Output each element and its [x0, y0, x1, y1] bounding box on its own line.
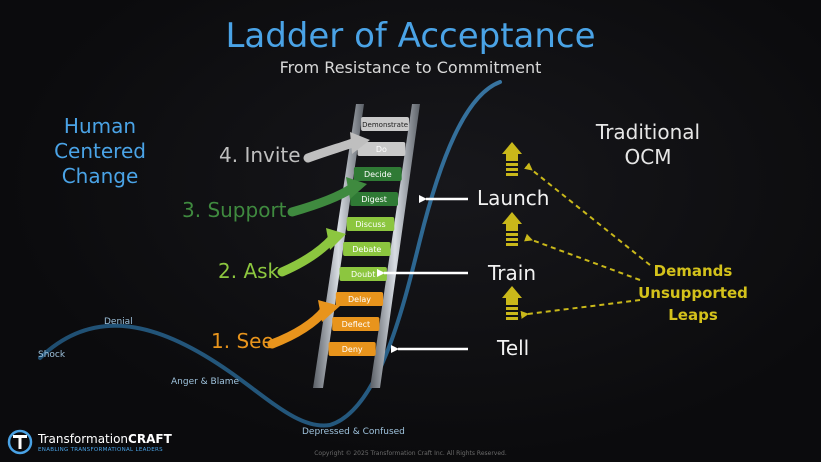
ladder-rung: [346, 217, 395, 231]
ladder-rung: [350, 192, 398, 206]
ladder-rung: [335, 292, 384, 306]
curve-label-anger: Anger & Blame: [171, 377, 240, 387]
ask-arrow-head-icon: [326, 228, 346, 250]
ladder-rung-label: Discuss: [355, 220, 385, 229]
leap-arrow-middle-icon: [502, 212, 522, 246]
ocm-step-train: Train: [488, 261, 536, 285]
traditional-ocm-heading: Traditional OCM: [595, 120, 701, 169]
logo-name-bold: CRAFT: [128, 432, 172, 446]
transformationcraft-logo-icon: [7, 429, 33, 455]
copyright-notice: Copyright © 2025 Transformation Craft In…: [314, 450, 507, 457]
logo-wordmark: TransformationCRAFT: [38, 432, 172, 446]
demands-dashed-arrow-bottom: [520, 299, 641, 319]
ladder-rung-label: Deny: [342, 345, 363, 354]
ask-arrow: [277, 233, 338, 277]
curve-label-denial: Denial: [104, 317, 133, 327]
ladder-rung-label: Doubt: [351, 270, 375, 279]
logo-name-plain: Transformation: [38, 432, 129, 446]
stage-label-see: 1. See: [211, 329, 274, 353]
demands-dashed-arrow-top: [524, 162, 651, 266]
human-centered-change-heading: Human Centered Change: [54, 114, 146, 188]
stage-label-invite: 4. Invite: [219, 143, 301, 167]
stage-label-ask: 2. Ask: [218, 259, 280, 283]
ocm-step-launch: Launch: [477, 186, 550, 210]
demands-unsupported-leaps-label: Demands Unsupported Leaps: [638, 262, 748, 324]
ladder-rung-label: Decide: [364, 170, 392, 179]
ladder-rung: [357, 142, 406, 156]
ladder-rung-label: Do: [376, 145, 387, 154]
ladder-rung-label: Digest: [361, 195, 387, 204]
support-arrow-head-icon: [346, 177, 367, 199]
leap-arrow-top-icon: [502, 142, 522, 176]
see-arrow-head-icon: [318, 300, 340, 322]
page-subtitle: From Resistance to Commitment: [279, 58, 542, 77]
ladder-rung-label: Deflect: [342, 320, 371, 329]
curve-label-depressed: Depressed & Confused: [302, 427, 405, 437]
see-arrow: [267, 305, 330, 349]
curve-label-shock: Shock: [38, 350, 66, 360]
ladder-rung: [339, 267, 387, 281]
ladder-rung: [353, 167, 402, 181]
stage-label-support: 3. Support: [182, 198, 287, 222]
ladder-rung: [332, 317, 380, 331]
ocm-step-tell: Tell: [497, 336, 530, 360]
ladder-rungs: DemonstrateDoDecideDigestDiscussDebateDo…: [328, 117, 409, 356]
logo-tagline: ENABLING TRANSFORMATIONAL LEADERS: [38, 447, 163, 453]
invite-arrow: [303, 137, 360, 163]
change-curve: [38, 80, 502, 428]
demands-dashed-arrow-middle: [524, 233, 641, 281]
ladder-rung: [328, 342, 376, 356]
ladder-rung-label: Delay: [348, 295, 371, 304]
ladder-rung-label: Debate: [352, 245, 381, 254]
ladder-right-rail: [370, 104, 420, 388]
leap-arrow-bottom-icon: [502, 286, 522, 320]
ladder-rung: [361, 117, 409, 131]
ladder-rung: [343, 242, 391, 256]
ladder-rung-label: Demonstrate: [362, 121, 408, 129]
page-title: Ladder of Acceptance: [225, 16, 596, 56]
invite-arrow-head-icon: [350, 132, 370, 154]
